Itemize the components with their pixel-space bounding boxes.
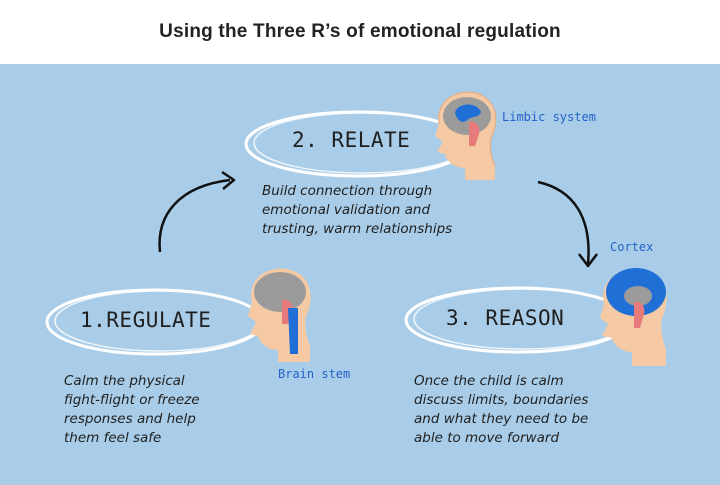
description-line: responses and help	[64, 411, 196, 427]
curved-arrow-icon	[537, 180, 598, 268]
head-profile-icon	[248, 268, 311, 362]
brain-label-stem: Brain stem	[278, 367, 351, 381]
curved-arrow-icon	[158, 170, 236, 253]
description-line: and what they need to be	[414, 411, 589, 427]
description-line: fight-flight or freeze	[64, 392, 200, 408]
description-line: Calm the physical	[64, 373, 185, 389]
brain-label-limbic: Limbic system	[502, 110, 596, 124]
step-relate-label: 2. RELATE	[292, 128, 411, 152]
description-line: trusting, warm relationships	[262, 221, 453, 237]
head-profile-icon	[600, 268, 667, 366]
step-regulate-label: 1.REGULATE	[80, 308, 212, 332]
description-line: able to move forward	[414, 430, 560, 446]
description-line: them feel safe	[64, 430, 162, 446]
diagram-panel: 2. RELATE 1.REGULATE 3. REASON Limbic sy…	[0, 64, 720, 485]
regulate-description: Calm the physical fight-flight or freeze…	[64, 372, 200, 448]
header: Using the Three R’s of emotional regulat…	[0, 0, 720, 64]
step-reason-label: 3. REASON	[446, 306, 565, 330]
description-line: Once the child is calm	[414, 373, 564, 389]
description-line: Build connection through	[262, 183, 433, 199]
description-line: emotional validation and	[262, 202, 431, 218]
reason-description: Once the child is calm discuss limits, b…	[414, 372, 588, 448]
relate-description: Build connection through emotional valid…	[262, 182, 452, 239]
page-title: Using the Three R’s of emotional regulat…	[159, 21, 561, 42]
brain-label-cortex: Cortex	[610, 240, 654, 254]
head-profile-icon	[435, 91, 497, 180]
description-line: discuss limits, boundaries	[414, 392, 589, 408]
